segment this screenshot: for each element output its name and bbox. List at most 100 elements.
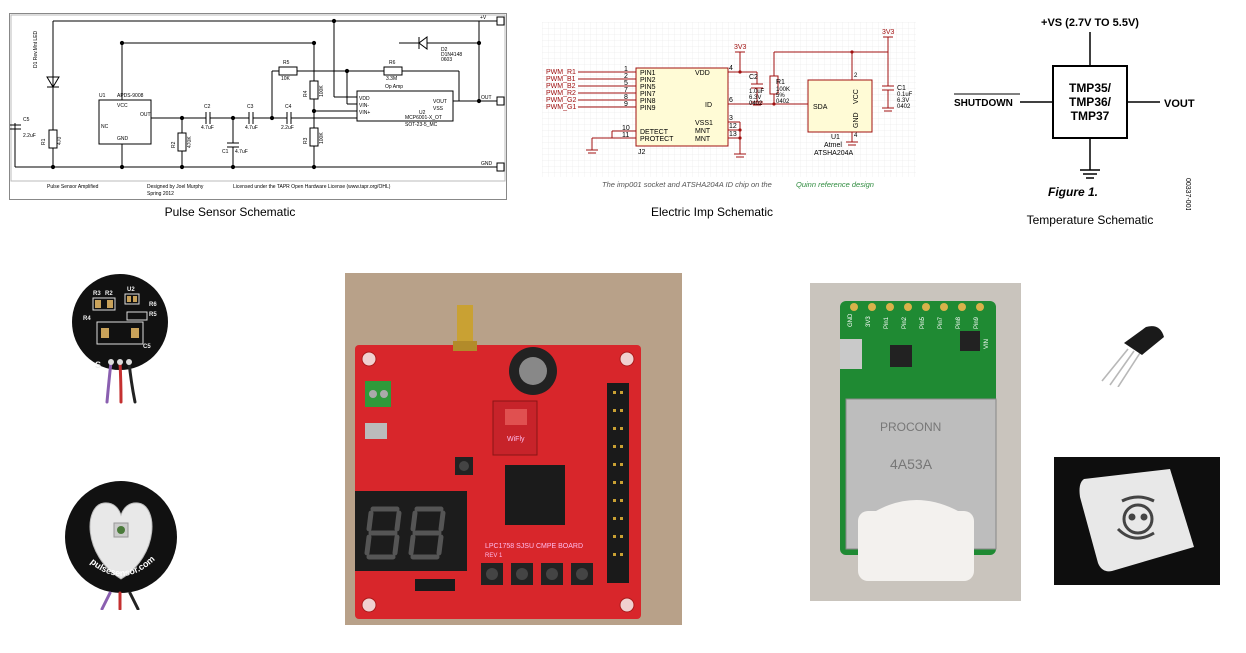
u2-name: U2	[419, 110, 426, 116]
r3-label: R3	[303, 137, 309, 144]
shutdown-label: SHUTDOWN	[954, 98, 1013, 109]
temp-schematic-svg: +VS (2.7V TO 5.5V) TMP35/ TMP36/ TMP37 S…	[954, 17, 1195, 212]
c2-value: 4.7uF	[201, 125, 214, 131]
pin-num-13: 13	[729, 131, 737, 138]
pulse-schematic: D1 Rev.Mnt LED C5 2.2uF R1 470 U1 APDS-9…	[9, 13, 507, 200]
c4-value: 2.2uF	[281, 125, 294, 131]
imp-schematic-caption: Electric Imp Schematic	[650, 205, 774, 219]
pin9-label: PIN9	[640, 105, 656, 112]
r2-value: 470K	[187, 136, 193, 148]
c5-label: C5	[23, 117, 30, 123]
u1-name: U1	[831, 134, 840, 141]
c2-label: C2	[749, 74, 758, 81]
figure-label: Figure 1.	[1048, 185, 1098, 199]
sd-pin-vin: VIN	[984, 339, 990, 349]
u2-package: SOT-23-5_MC	[405, 122, 438, 128]
vplus-label: +V	[480, 15, 487, 21]
pwm-r2: PWM_R2	[546, 90, 576, 97]
tmp36-sensor-svg	[1101, 326, 1164, 388]
sd-card-photo	[1054, 457, 1220, 585]
chip-line-2: TMP36/	[1069, 95, 1112, 109]
sd-card-board-svg: GND 3V3 Pin1 Pin2 Pin5 Pin7 Pin8 Pin9 VI…	[810, 283, 1021, 601]
r1-value: 100K	[776, 87, 790, 93]
u1-gnd-label: GND	[853, 112, 860, 128]
j2-label: J2	[638, 149, 646, 156]
sd-pin-2: Pin2	[902, 316, 908, 329]
u2-part: MCP6001-X_OT	[405, 115, 442, 121]
imp-caption-link[interactable]: Quinn reference design	[796, 180, 874, 189]
r1-package: 0402	[776, 99, 790, 105]
pin-num-9: 9	[624, 101, 628, 108]
sd-pin-gnd: GND	[848, 313, 854, 327]
r1-label: R1	[776, 79, 785, 86]
opamp-title: Op Amp	[385, 84, 403, 90]
u2-vdd: VDD	[359, 96, 370, 102]
u1-pin-2: 2	[854, 73, 858, 79]
pin-num-5: 5	[624, 80, 628, 87]
r3-value: 100K	[319, 132, 325, 144]
u2-vin-plus: VIN+	[359, 110, 370, 116]
wifly-label: WiFly	[507, 436, 525, 443]
c1-package: 0402	[897, 104, 911, 110]
id-label: ID	[705, 102, 712, 109]
out-label: OUT	[481, 95, 492, 101]
mnt-label-1: MNT	[695, 128, 711, 135]
pin1-label: PIN1	[640, 70, 656, 77]
chip-line-1: TMP35/	[1069, 81, 1112, 95]
mnt-label-2: MNT	[695, 136, 711, 143]
c3-value: 4.7uF	[245, 125, 258, 131]
r5-label: R5	[283, 60, 290, 66]
temp-schematic-caption: Temperature Schematic	[1026, 213, 1154, 227]
sd-card-board-photo: GND 3V3 Pin1 Pin2 Pin5 Pin7 Pin8 Pin9 VI…	[810, 283, 1021, 601]
c2-package: 0402	[749, 101, 763, 107]
pwm-r1: PWM_R1	[546, 69, 576, 76]
c1-value: 0.1uF	[897, 92, 913, 98]
u2-vin-minus: VIN-	[359, 103, 369, 109]
c2-label: C2	[204, 104, 211, 110]
u1-nc: NC	[101, 124, 109, 130]
d2-package: 0603	[441, 57, 452, 63]
pcb-label-r3: R3	[93, 291, 101, 297]
pcb-label-r4: R4	[83, 316, 91, 322]
u1-name: U1	[99, 93, 106, 99]
u1-gnd: GND	[117, 136, 129, 142]
r1-tolerance: 5%	[776, 93, 785, 99]
pin-num-10: 10	[622, 125, 630, 132]
vdd-label: VDD	[695, 70, 710, 77]
pin8-label: PIN8	[640, 98, 656, 105]
detect-label: DETECT	[640, 129, 669, 136]
u1-chip: ATSHA204A	[814, 150, 853, 157]
d2-part: D1N4148	[441, 52, 462, 58]
gnd-label: GND	[481, 161, 493, 167]
v3v3-label-left: 3V3	[734, 44, 747, 51]
pulse-schematic-svg: D1 Rev.Mnt LED C5 2.2uF R1 470 U1 APDS-9…	[9, 13, 507, 200]
c1-voltage: 6.3V	[897, 98, 909, 104]
pcb-label-c5: C5	[143, 344, 151, 350]
protect-label: PROTECT	[640, 136, 674, 143]
c1-label: C1	[222, 149, 229, 155]
robot-logo-icon	[1116, 495, 1155, 540]
sd-pin-3v3: 3V3	[866, 316, 872, 327]
pcb-label-r6: R6	[149, 302, 157, 308]
r6-label: R6	[389, 60, 396, 66]
pin2-label: PIN2	[640, 77, 656, 84]
footer-designer: Designed by Joel Murphy	[147, 184, 204, 190]
pulse-sensor-front-photo: R3 R2 U2 R6 R5 R4 C5 S	[65, 270, 175, 405]
c5-value: 2.2uF	[23, 133, 36, 139]
led-label: D1 Rev.Mnt LED	[33, 30, 39, 68]
sd-pin-8: Pin8	[956, 316, 962, 329]
imp-schematic-svg: PWM_R1 PWM_B1 PWM_B2 PWM_R2 PWM_G2 PWM_G…	[542, 22, 916, 189]
imp-schematic: PWM_R1 PWM_B1 PWM_B2 PWM_R2 PWM_G2 PWM_G…	[542, 22, 916, 192]
footer-license: Licensed under the TAPR Open Hardware Li…	[233, 184, 391, 190]
u2-vss: VSS	[433, 106, 444, 112]
r1-value: 470	[57, 136, 63, 145]
u1-vcc: VCC	[117, 103, 128, 109]
vcc-label: VCC	[853, 89, 860, 104]
sd-socket-code: 4A53A	[890, 456, 933, 472]
u2-vout: VOUT	[433, 99, 447, 105]
r6-value: 3.3M	[386, 76, 397, 82]
pulse-sensor-front-svg: R3 R2 U2 R6 R5 R4 C5 S	[72, 274, 168, 404]
d2-label: D2	[441, 47, 448, 53]
cmpe-board-svg: WiFly LPC1758 SJSU CMPE BOARD REV 1	[345, 273, 682, 625]
cmpe-board-photo: WiFly LPC1758 SJSU CMPE BOARD REV 1	[345, 273, 682, 625]
